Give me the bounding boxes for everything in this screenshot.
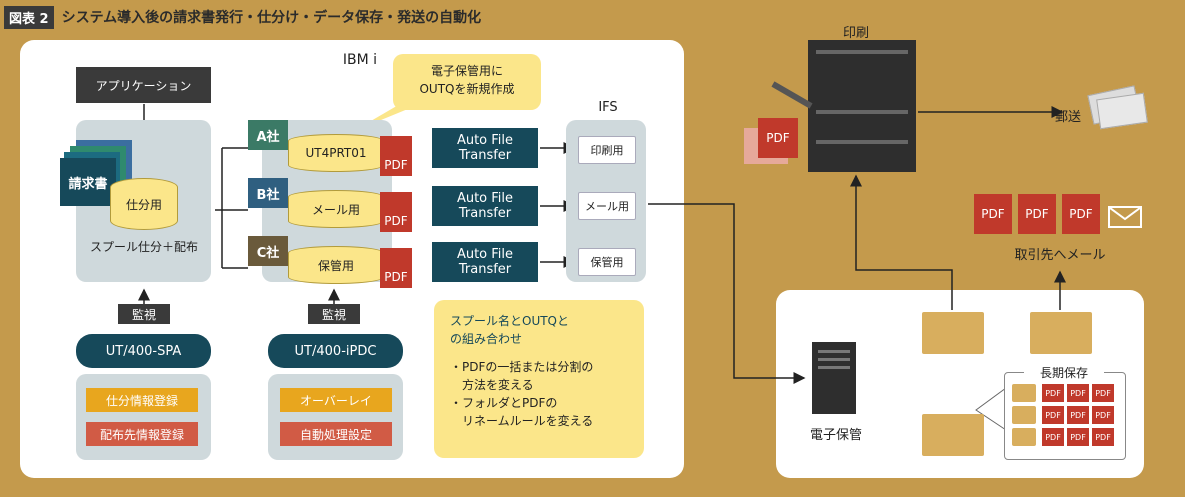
note-bullet-2a: ・フォルダとPDFの [450,396,558,410]
note-bullet-1a: ・PDFの一括または分割の [450,360,594,374]
monitor-label-spa: 監視 [118,304,170,324]
note-bullet-2b: リネームルールを変える [462,414,594,428]
ipdc-product: UT/400-iPDC [268,334,403,368]
long-term-label: 長期保存 [1024,364,1104,381]
aft-2-line-2: Transfer [458,206,512,221]
mini-pdf-7: PDF [1042,428,1064,446]
storage-folder-archive [922,414,984,456]
outq-a-cylinder: UT4PRT01 [288,134,384,172]
printer-icon [808,40,916,172]
mini-pdf-2: PDF [1067,384,1089,402]
monitor-label-ipdc: 監視 [308,304,360,324]
print-label: 印刷 [842,26,869,41]
company-c-badge: C社 [248,236,288,266]
aft-1-line-2: Transfer [458,148,512,163]
envelope-icon [1108,206,1142,228]
email-label: 取引先へメール [1014,248,1106,263]
aft-3-line-2: Transfer [458,262,512,277]
print-pdf-icon: PDF [758,118,798,158]
pdf-b-icon: PDF [380,192,412,232]
mini-pdf-8: PDF [1067,428,1089,446]
mini-pdf-1: PDF [1042,384,1064,402]
overlay-setting: オーバーレイ [280,388,392,412]
aft-3-line-1: Auto File [456,247,514,262]
mini-pdf-4: PDF [1042,406,1064,424]
mini-pdf-3: PDF [1092,384,1114,402]
storage-folder-mail [1030,312,1092,354]
mini-pdf-6: PDF [1092,406,1114,424]
outq-b-cylinder: メール用 [288,190,384,228]
server-label: 電子保管 [809,428,862,443]
distribution-info-registration: 配布先情報登録 [86,422,198,446]
bubble-line-2: OUTQを新規作成 [419,82,515,96]
note-bullet-1b: 方法を変える [462,378,534,392]
spa-settings-area [76,374,211,460]
mail-label: 郵送 [1054,110,1081,125]
ibm-i-title: IBM i [342,52,378,68]
ipdc-settings-area [268,374,403,460]
email-pdf-3: PDF [1062,194,1100,234]
figure-badge: 図表 2 [4,5,54,29]
spa-product: UT/400-SPA [76,334,211,368]
aft-box-1: Auto File Transfer [432,128,538,168]
pdf-c-icon: PDF [380,248,412,288]
mail-envelope-icon [1087,85,1148,130]
invoice-label: 請求書 [60,158,116,206]
spool-sort-caption: スプール仕分＋配布 [89,240,198,254]
outq-bubble: 電子保管用に OUTQを新規作成 [393,54,541,110]
email-pdf-2: PDF [1018,194,1056,234]
note-line-2: の組み合わせ [450,332,523,346]
figure-title: 図表 2 システム導入後の請求書発行・仕分け・データ保存・発送の自動化 [4,5,482,29]
aft-box-2: Auto File Transfer [432,186,538,226]
company-b-badge: B社 [248,178,288,208]
ifs-title: IFS [598,100,618,115]
aft-2-line-1: Auto File [456,191,514,206]
auto-process-setting: 自動処理設定 [280,422,392,446]
company-a-badge: A社 [248,120,288,150]
server-icon [812,342,856,414]
mini-pdf-5: PDF [1067,406,1089,424]
ifs-folder-print: 印刷用 [578,136,636,164]
ifs-folder-storage: 保管用 [578,248,636,276]
spool-sort-cylinder: 仕分用 [110,178,178,230]
ifs-folder-mail: メール用 [578,192,636,220]
mini-pdf-grid: PDF PDF PDF PDF PDF PDF PDF PDF PDF [1012,384,1118,450]
bubble-line-1: 電子保管用に [430,64,503,78]
outq-c-cylinder: 保管用 [288,246,384,284]
figure-heading: システム導入後の請求書発行・仕分け・データ保存・発送の自動化 [61,10,482,26]
note-line-1: スプール名とOUTQと [450,314,570,328]
mini-pdf-9: PDF [1092,428,1114,446]
storage-folder-print [922,312,984,354]
pdf-a-icon: PDF [380,136,412,176]
aft-box-3: Auto File Transfer [432,242,538,282]
email-pdf-1: PDF [974,194,1012,234]
combination-note: スプール名とOUTQと の組み合わせ ・PDFの一括または分割の 方法を変える … [434,300,644,458]
aft-1-line-1: Auto File [456,133,514,148]
sort-info-registration: 仕分情報登録 [86,388,198,412]
application-box: アプリケーション [76,67,211,103]
